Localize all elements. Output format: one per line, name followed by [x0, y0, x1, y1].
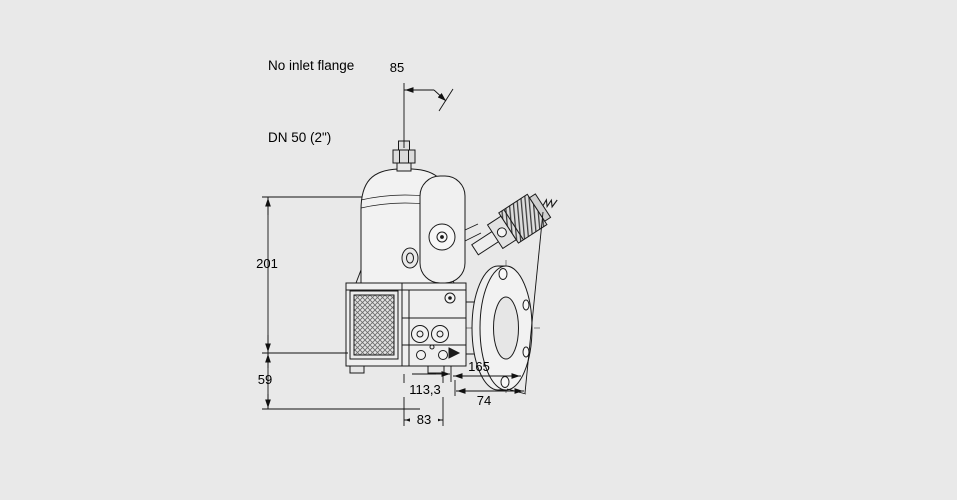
dim-201-lines: [262, 196, 362, 354]
dim-85-label: 85: [389, 60, 405, 75]
bolt-hole: [500, 376, 510, 388]
cable-gland: [542, 198, 558, 209]
note-line-2: DN 50 (2"): [268, 130, 332, 145]
dim-201-label: 201: [256, 256, 278, 271]
dim-59-lines: [262, 353, 420, 410]
dim-113-lines: [412, 366, 452, 382]
dim-74-lines: [454, 211, 544, 396]
outlet-flange: [471, 265, 533, 391]
adjustment-screw: [401, 247, 419, 269]
bolt-hole: [522, 299, 530, 311]
dim-59-label: 59: [257, 372, 273, 387]
valve-body: [345, 282, 467, 374]
pressure-tap: [431, 325, 449, 343]
bolt-hole: [522, 346, 530, 358]
valve-figure: [345, 140, 558, 396]
dim-113-label: 113,3: [402, 383, 448, 397]
filter-mesh: [353, 294, 395, 356]
flow-direction-arrow: [448, 347, 461, 359]
dim-165-label: 165: [468, 359, 490, 374]
valve-actuator: [355, 168, 466, 284]
mounting-foot: [349, 365, 365, 374]
dim-83-label: 83: [410, 413, 438, 427]
dim-85-lines: [403, 83, 454, 148]
solenoid-coil: [471, 193, 558, 256]
flange-bore: [493, 296, 519, 360]
pressure-tap: [411, 325, 429, 343]
mounting-foot: [427, 365, 445, 374]
note-line-1: No inlet flange: [268, 58, 355, 73]
dim-74-label: 74: [476, 393, 492, 408]
drawing-note: No inlet flange DN 50 (2"): [268, 6, 354, 198]
bolt-hole: [498, 268, 508, 280]
